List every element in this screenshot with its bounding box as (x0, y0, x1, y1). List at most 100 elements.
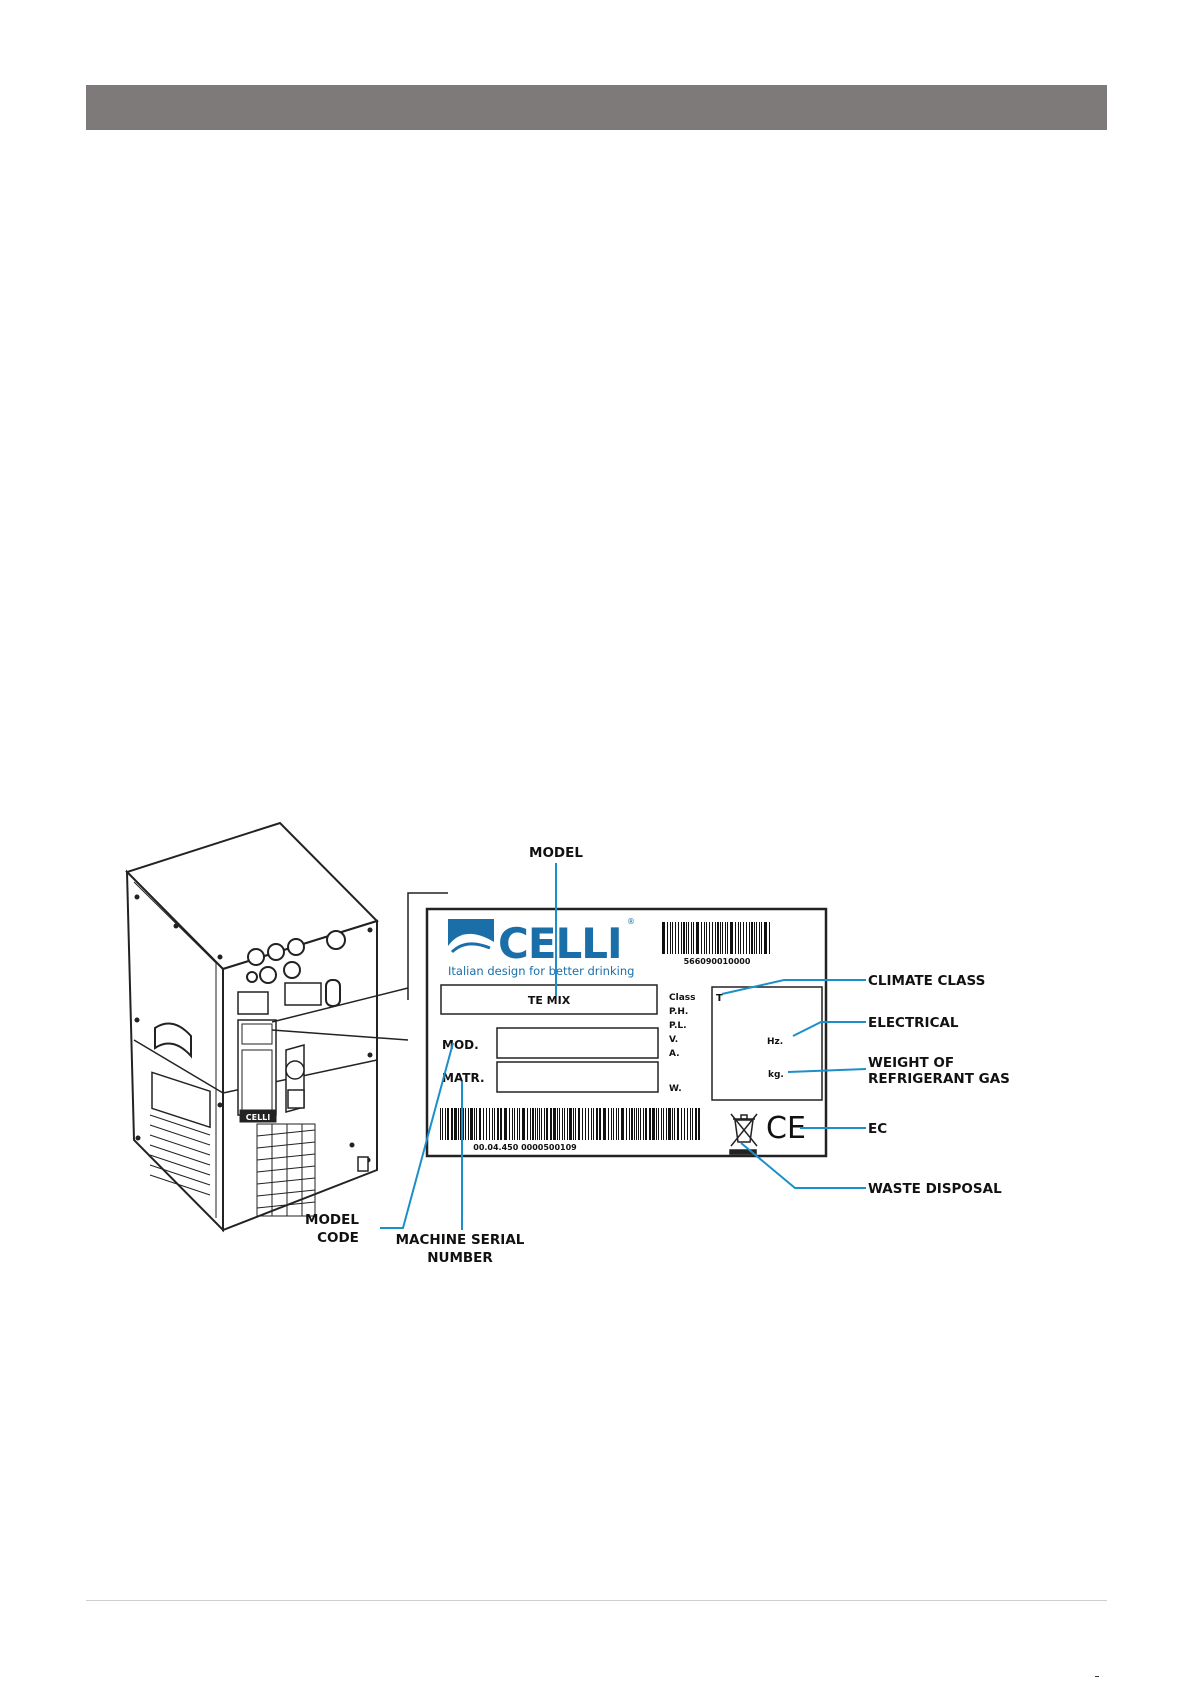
spec-pl: P.L. (669, 1021, 687, 1031)
barcode-bar (667, 922, 668, 954)
barcode-bar (539, 1108, 540, 1140)
barcode-bar (636, 1108, 637, 1140)
barcode-bar (582, 1108, 583, 1140)
barcode-bar (684, 1108, 685, 1140)
barcode-bar (468, 1108, 469, 1140)
plate-brand: CELLI (498, 919, 622, 968)
barcode-bar (585, 1108, 586, 1140)
plate-tagline: Italian design for better drinking (448, 964, 634, 978)
barcode-bar (562, 1108, 563, 1140)
kg-label: kg. (768, 1070, 784, 1080)
machine-illustration: CELLI (127, 823, 377, 1230)
callout-serial-line2: NUMBER (427, 1250, 493, 1266)
barcode-bar (440, 1108, 441, 1140)
barcode-bar (746, 922, 747, 954)
barcode-bar (527, 1108, 528, 1140)
barcode-bar (652, 1108, 655, 1140)
barcode-bar (751, 922, 753, 954)
barcode-bar (638, 1108, 639, 1140)
barcode-bar (559, 1108, 560, 1140)
bottom-barcode (440, 1108, 700, 1140)
barcode-bar (591, 1108, 592, 1140)
mod-label: MOD. (442, 1038, 479, 1052)
barcode-bar (761, 922, 762, 954)
barcode-bar (522, 1108, 525, 1140)
barcode-bar (535, 1108, 536, 1140)
ce-mark: CE (766, 1111, 806, 1146)
barcode-bar (715, 922, 716, 954)
barcode-bar (553, 1108, 556, 1140)
climate-value: T (716, 993, 723, 1004)
barcode-bar (474, 1108, 475, 1140)
callout-electrical: ELECTRICAL (868, 1015, 959, 1031)
barcode-bar (517, 1108, 518, 1140)
spec-w: W. (669, 1084, 682, 1094)
barcode-bar (769, 922, 770, 954)
barcode-bar (509, 1108, 510, 1140)
barcode-bar (681, 922, 682, 954)
footer-rule (86, 1600, 1107, 1601)
barcode-bar (611, 1108, 612, 1140)
barcode-bar (544, 1108, 545, 1140)
barcode-bar (670, 922, 671, 954)
barcode-bar (550, 1108, 552, 1140)
barcode-bar (662, 922, 665, 954)
barcode-bar (618, 1108, 619, 1140)
barcode-bar (599, 1108, 601, 1140)
barcode-bar (693, 922, 694, 954)
callout-serial-line1: MACHINE SERIAL (396, 1232, 525, 1248)
barcode-bar (709, 922, 710, 954)
barcode-bar (668, 1108, 671, 1140)
barcode-bar (631, 1108, 633, 1140)
barcode-bar (463, 1108, 464, 1140)
callout-waste-disposal: WASTE DISPOSAL (868, 1181, 1002, 1197)
bottom-barcode-number: 00.04.450 0000500109 (473, 1143, 577, 1152)
barcode-bar (634, 1108, 635, 1140)
rating-plate: CELLI ® Italian design for better drinki… (427, 909, 826, 1156)
barcode-bar (512, 1108, 513, 1140)
barcode-bar (519, 1108, 520, 1140)
barcode-bar (738, 922, 739, 954)
barcode-bar (675, 922, 676, 954)
barcode-bar (658, 1108, 659, 1140)
barcode-bar (735, 922, 736, 954)
barcode-bar (489, 1108, 490, 1140)
spec-a: A. (669, 1049, 680, 1059)
barcode-bar (754, 922, 755, 954)
barcode-bar (730, 922, 733, 954)
barcode-bar (494, 1108, 495, 1140)
barcode-bar (677, 1108, 679, 1140)
barcode-bar (537, 1108, 538, 1140)
barcode-bar (743, 922, 744, 954)
spec-class: Class (669, 993, 695, 1003)
barcode-bar (500, 1108, 502, 1140)
callout-model-code-line2: CODE (317, 1230, 359, 1246)
barcode-bar (688, 922, 689, 954)
barcode-bar (725, 922, 726, 954)
plate-brand-mark: ® (627, 917, 635, 926)
hz-label: Hz. (767, 1037, 783, 1047)
barcode-bar (497, 1108, 499, 1140)
barcode-bar (672, 922, 673, 954)
barcode-bar (458, 1108, 459, 1140)
barcode-bar (546, 1108, 548, 1140)
barcode-bar (613, 1108, 614, 1140)
barcode-bar (616, 1108, 617, 1140)
barcode-bar (629, 1108, 630, 1140)
barcode-bar (695, 1108, 697, 1140)
barcode-bar (683, 922, 685, 954)
callout-weight-line1: WEIGHT OF (868, 1055, 954, 1071)
callout-model: MODEL (529, 845, 583, 861)
barcode-bar (567, 1108, 568, 1140)
barcode-bar (603, 1108, 606, 1140)
barcode-bar (656, 1108, 657, 1140)
spec-v: V. (669, 1035, 678, 1045)
barcode-bar (454, 1108, 457, 1140)
barcode-bar (666, 1108, 667, 1140)
barcode-bar (569, 1108, 572, 1140)
barcode-bar (690, 1108, 691, 1140)
barcode-bar (541, 1108, 542, 1140)
barcode-bar (486, 1108, 487, 1140)
model-value: TE MIX (528, 994, 571, 1007)
callout-climate-class: CLIMATE CLASS (868, 973, 985, 989)
